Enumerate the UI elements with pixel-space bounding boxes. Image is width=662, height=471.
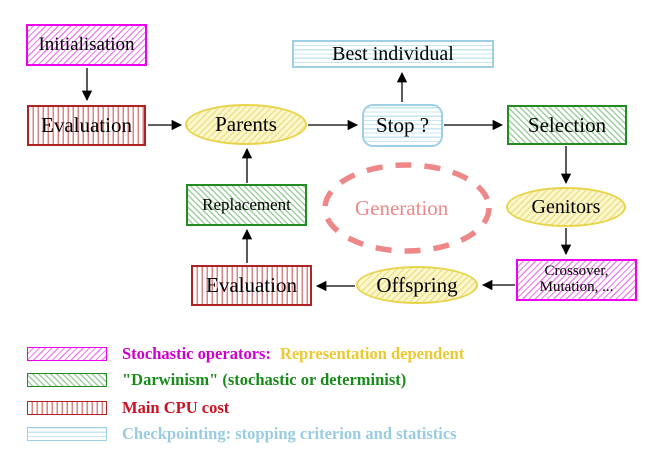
legend-label-checkpointing: Checkpointing: stopping criterion and st… <box>122 424 457 443</box>
legend-item-main-cpu-cost: Main CPU cost <box>27 398 229 418</box>
legend-label-main-cpu-cost: Main CPU cost <box>122 398 230 417</box>
legend-label-representation-dependent: Representation dependent <box>279 344 465 363</box>
legend-swatch-red-vertical <box>27 401 107 415</box>
generation-label: Generation <box>355 196 449 220</box>
node-genitors: Genitors <box>506 187 626 227</box>
node-best-individual: Best individual <box>292 40 494 68</box>
node-crossover-mutation: Crossover, Mutation, ... <box>516 259 637 301</box>
legend-swatch-magenta-diagonal <box>27 347 107 361</box>
node-parents: Parents <box>185 104 307 145</box>
legend-swatch-green-diagonal <box>27 373 107 387</box>
node-offspring: Offspring <box>356 266 478 304</box>
legend-item-stochastic-operators: Stochastic operators: Representation dep… <box>27 344 464 364</box>
legend-swatch-cyan-horizontal <box>27 427 107 441</box>
legend-item-darwinism: "Darwinism" (stochastic or determinist) <box>27 370 406 390</box>
node-evaluation-bottom: Evaluation <box>191 265 312 306</box>
legend-label-darwinism: "Darwinism" (stochastic or determinist) <box>122 370 407 389</box>
node-evaluation-top: Evaluation <box>27 105 146 146</box>
node-selection: Selection <box>507 105 627 145</box>
legend-label-stochastic-operators: Stochastic operators: <box>122 344 271 363</box>
crossover-line1: Crossover, <box>544 263 609 280</box>
crossover-line2: Mutation, ... <box>539 279 614 295</box>
node-initialisation: Initialisation <box>26 24 147 66</box>
node-replacement: Replacement <box>186 184 307 226</box>
legend-item-checkpointing: Checkpointing: stopping criterion and st… <box>27 424 457 444</box>
node-stop: Stop ? <box>362 104 443 147</box>
